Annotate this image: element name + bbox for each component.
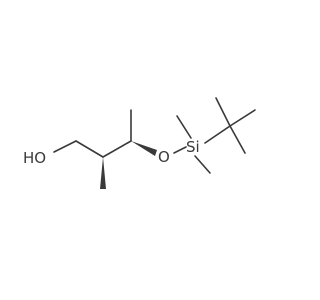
bond-si-methyl-up	[176, 115, 192, 139]
bond-si-methyl-down	[194, 155, 211, 174]
hydroxyl-label: HO	[23, 149, 46, 167]
bond-tbu-down	[229, 125, 246, 154]
structure-canvas: HO O Si	[23, 97, 256, 189]
bond-tbu-right	[229, 109, 256, 127]
silicon-label: Si	[186, 138, 200, 156]
ether-oxygen-label: O	[158, 148, 170, 166]
bond-c1-c2	[75, 140, 104, 158]
wedge-bond-c2-methyl	[100, 157, 106, 189]
bond-tbu-up	[215, 97, 231, 127]
wedge-bond-c3-o	[131, 141, 157, 156]
bond-o-si	[173, 146, 187, 154]
bond-o-c1	[53, 140, 77, 153]
molecule-structure: HO O Si	[23, 97, 256, 189]
bond-si-tbu	[204, 125, 231, 144]
bond-c2-c3	[102, 140, 132, 158]
